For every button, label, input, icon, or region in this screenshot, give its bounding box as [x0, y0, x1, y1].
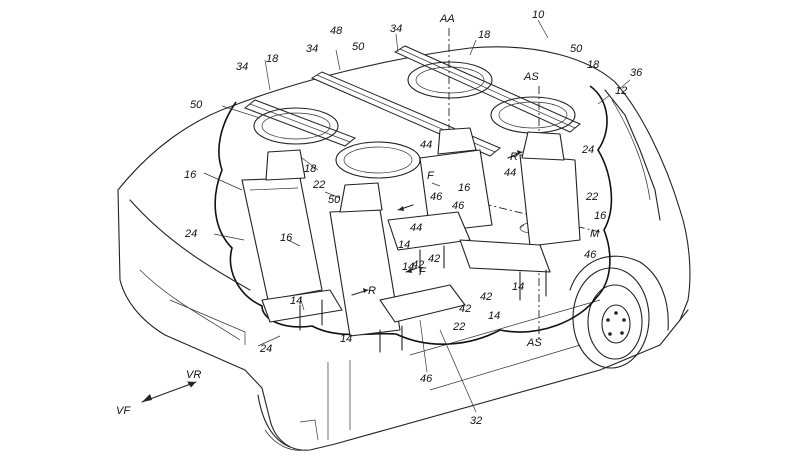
axis-label-aa: AA	[439, 13, 455, 25]
callout-14-right: 14	[512, 281, 524, 293]
callout-18-center: 18	[304, 163, 317, 175]
callout-12: 12	[615, 85, 627, 97]
axis-label-as-top: AS	[523, 71, 539, 83]
callout-34-mid: 34	[306, 43, 318, 55]
callout-16-right: 16	[594, 210, 607, 222]
rear-wheel	[569, 255, 669, 369]
callout-22-right: 22	[585, 191, 598, 203]
direction-r-rear: R	[510, 151, 518, 163]
callout-42-low: 42	[480, 291, 492, 303]
callout-24-front: 24	[259, 343, 272, 355]
callout-50-center: 50	[328, 194, 341, 206]
direction-f-rear: F	[427, 170, 435, 182]
seat-rings	[253, 61, 576, 179]
callout-42-front: 42	[459, 303, 471, 315]
seat-front-left	[241, 149, 343, 331]
callout-50-mid: 50	[352, 41, 365, 53]
vehicle-body	[117, 46, 691, 451]
axis-label-as-bottom: AS	[526, 337, 542, 349]
callout-18-left: 18	[266, 53, 279, 65]
callout-16-front: 16	[280, 232, 293, 244]
callout-34-left: 34	[236, 61, 248, 73]
callout-16-rear: 16	[458, 182, 471, 194]
callout-24-right: 24	[581, 144, 594, 156]
seat-rear-left	[387, 127, 493, 273]
ring-front-left	[253, 107, 339, 145]
callout-50-left: 50	[190, 99, 203, 111]
callout-22-front: 22	[452, 321, 465, 333]
callout-22-center: 22	[312, 179, 325, 191]
callout-18-top: 18	[478, 29, 491, 41]
callout-46-rear: 46	[430, 191, 443, 203]
seat-rear-right	[459, 131, 581, 301]
labels: 10 18 34 AA 48 34 50 50 18 34 AS 18 36 1…	[116, 9, 643, 427]
callout-36: 36	[630, 67, 643, 79]
callout-50-right: 50	[570, 43, 583, 55]
callout-14-low: 14	[488, 310, 500, 322]
callout-44-rear-right: 44	[504, 167, 516, 179]
callout-32: 32	[470, 415, 482, 427]
callout-44-rear-left: 44	[420, 139, 432, 151]
callout-14-front: 14	[340, 333, 352, 345]
callout-16-left: 16	[184, 169, 197, 181]
direction-vr: VR	[186, 369, 201, 381]
callout-34-top: 34	[390, 23, 402, 35]
callout-18-right: 18	[587, 59, 600, 71]
callout-14-center: 14	[398, 239, 410, 251]
callout-46-right: 46	[584, 249, 597, 261]
callout-14-left: 14	[290, 295, 302, 307]
direction-vf: VF	[116, 405, 131, 417]
callout-24-left: 24	[184, 228, 197, 240]
callout-46-rear-2: 46	[452, 200, 465, 212]
callout-48: 48	[330, 25, 343, 37]
direction-f-front: F	[419, 266, 427, 278]
callout-42-mid: 42	[412, 259, 424, 271]
direction-arrows	[141, 150, 523, 403]
direction-r-front: R	[368, 285, 376, 297]
seat-front-right	[329, 182, 466, 353]
ring-rear-left	[407, 61, 493, 99]
callout-10: 10	[532, 9, 545, 21]
callout-46-front: 46	[420, 373, 433, 385]
ring-front-right	[335, 141, 421, 179]
axis-label-m: M	[590, 228, 600, 240]
callout-42-center: 42	[428, 253, 440, 265]
callout-14-mid: 14	[402, 261, 414, 273]
callout-44-center: 44	[410, 222, 422, 234]
cutaway-boundary	[214, 85, 613, 345]
leader-lines	[203, 19, 631, 413]
